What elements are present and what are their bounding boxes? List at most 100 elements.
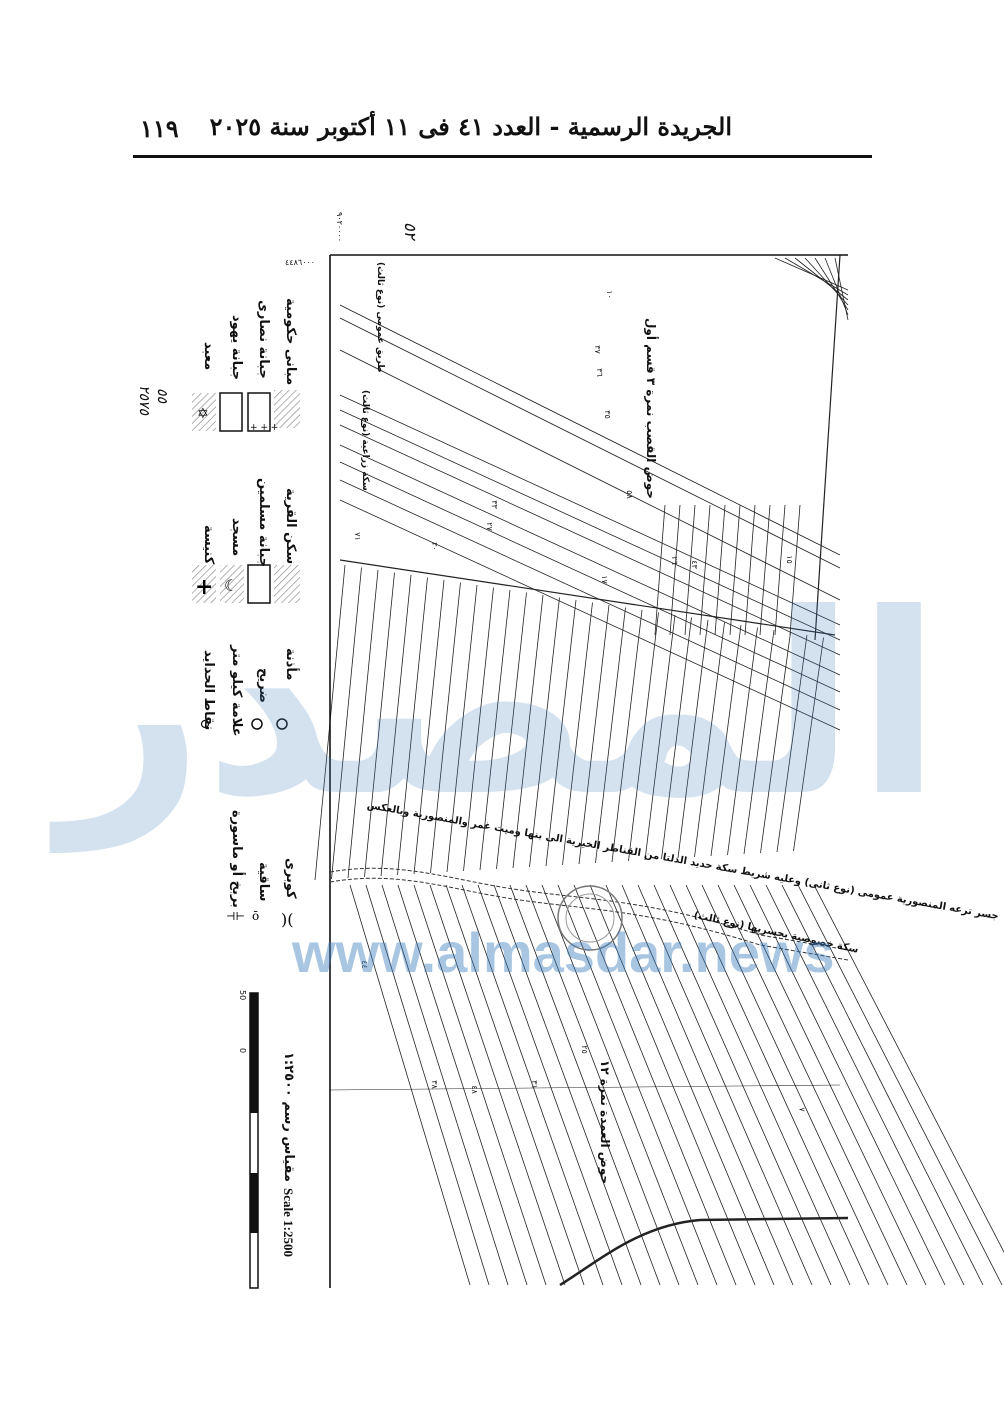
parcel-boundary — [793, 637, 824, 852]
parcel-boundary — [727, 627, 758, 856]
swatch-temple — [192, 393, 216, 431]
road-line — [559, 1216, 849, 1287]
legend-village-housing: سكن القرية — [283, 488, 298, 565]
parcel-boundary — [776, 634, 808, 853]
parcel-boundary — [794, 257, 849, 301]
parcel-boundary — [743, 629, 775, 855]
parcel-boundary — [789, 504, 801, 636]
parcel-boundary — [628, 612, 659, 862]
parcel-boundary — [479, 589, 511, 871]
coord-east: ٤٤٨٦٠٠٠ — [285, 258, 316, 267]
parcel-boundary — [349, 884, 471, 1286]
legend-waterwheel: ساقية — [256, 862, 271, 902]
parcel-boundary — [493, 884, 642, 1286]
swatch-government-buildings — [274, 390, 300, 428]
parcel-boundary — [661, 617, 692, 860]
parcel-boundary — [684, 504, 696, 636]
scale-bar-start-label: 0 — [238, 1048, 247, 1054]
parcel-boundary — [677, 619, 709, 859]
parcel-boundary — [364, 572, 395, 878]
shrine-icon — [251, 718, 263, 730]
parcel-boundary — [813, 884, 1004, 1254]
parcel-boundary — [729, 504, 741, 636]
parcel-number: ٣٣ — [489, 500, 499, 509]
swatch-village-housing — [274, 565, 300, 603]
parcel-lines — [314, 254, 1004, 1286]
watermark-logo: المصدر — [60, 560, 942, 851]
culvert-icon: ⊣⊢ — [226, 910, 245, 923]
legend-bridge: كوبرى — [283, 858, 298, 899]
parcel-boundary — [694, 622, 725, 858]
swatch-church — [192, 565, 216, 603]
basin-label-1: حوض القصب نمرة ٣ قسم أول — [644, 318, 658, 499]
parcel-boundary — [701, 884, 889, 1286]
parcel-boundary — [339, 349, 841, 601]
parcel-boundary — [429, 884, 566, 1286]
parcel-boundary — [714, 504, 726, 636]
parcel-boundary — [573, 884, 737, 1286]
parcel-boundary — [380, 574, 412, 877]
parcel-boundary — [774, 504, 786, 636]
legend-temple: معبد — [201, 342, 216, 371]
legend-muslim-cemetery: جبانة مسلمين — [256, 478, 271, 568]
parcel-boundary — [339, 304, 841, 556]
parcel-boundary — [381, 884, 509, 1286]
parcel-boundary — [413, 884, 547, 1286]
agri-road-label: سكة زراعية (نوع ثالث) — [360, 390, 370, 491]
parcel-boundary — [611, 609, 643, 863]
official-seal — [557, 885, 623, 951]
legend-church: كنيسة — [201, 525, 216, 565]
parcel-boundary — [834, 257, 849, 321]
parcel-boundary — [797, 884, 1003, 1286]
watermark-url: www.almasdar.news — [292, 921, 835, 984]
parcel-boundary — [339, 461, 841, 693]
parcel-boundary — [760, 632, 791, 854]
parcel-boundary — [824, 257, 849, 316]
scale-bar — [249, 992, 259, 1289]
legend-jewish-cemetery: جبانة يهود — [229, 315, 244, 381]
public-road-label: طريق عمومى (نوع ثالث) — [375, 262, 385, 373]
parcel-boundary — [339, 317, 841, 569]
header-rule — [133, 155, 872, 158]
waterwheel-icon: ō — [252, 909, 259, 923]
parcel-boundary — [545, 599, 577, 867]
parcel-boundary — [339, 424, 841, 656]
parcel-boundary — [578, 604, 610, 865]
cross-icon: + — [195, 574, 213, 600]
handwritten-map-note: ٥٢ — [401, 222, 420, 240]
parcel-boundary — [759, 504, 771, 636]
canal-bank-line — [329, 867, 849, 951]
parcel-boundary — [589, 884, 756, 1286]
parcel-boundary — [814, 254, 841, 641]
parcel-boundary — [413, 579, 445, 875]
parcel-boundary — [365, 884, 490, 1286]
parcel-boundary — [329, 1084, 841, 1091]
parcel-boundary — [529, 597, 560, 868]
coord-north: ٩٠٢٠٠٠٠ — [335, 212, 344, 243]
parcel-boundary — [463, 587, 494, 872]
parcel-number: ٥٨ — [624, 490, 634, 499]
parcel-boundary — [339, 409, 841, 641]
parcel-number: ٤٨ — [469, 1085, 479, 1094]
parcel-boundary — [541, 884, 699, 1286]
parcel-boundary — [562, 602, 593, 866]
swatch-muslim-cemetery — [247, 564, 271, 604]
parcel-number: ٣٨ — [429, 1080, 439, 1089]
minaret-icon — [276, 718, 288, 730]
parcel-boundary — [744, 504, 756, 636]
legend-mosque: مسجد — [229, 518, 244, 557]
parcel-boundary — [339, 559, 836, 636]
parcel-boundary — [654, 504, 666, 636]
scale-english-label: Scale 1:2500 — [281, 1188, 296, 1257]
parcel-boundary — [557, 884, 718, 1286]
crescent-icon: ☾ — [224, 576, 238, 595]
parcel-boundary — [331, 567, 362, 880]
legend-christian-cemetery: جبانة نصارى — [256, 300, 271, 379]
parcel-boundary — [397, 577, 428, 876]
parcel-number: ٣٥ — [602, 410, 612, 419]
parcel-number: ١٠ — [604, 290, 614, 299]
parcel-boundary — [339, 499, 841, 731]
parcel-boundary — [445, 884, 585, 1286]
parcel-number: ٢٥ — [579, 1045, 589, 1054]
